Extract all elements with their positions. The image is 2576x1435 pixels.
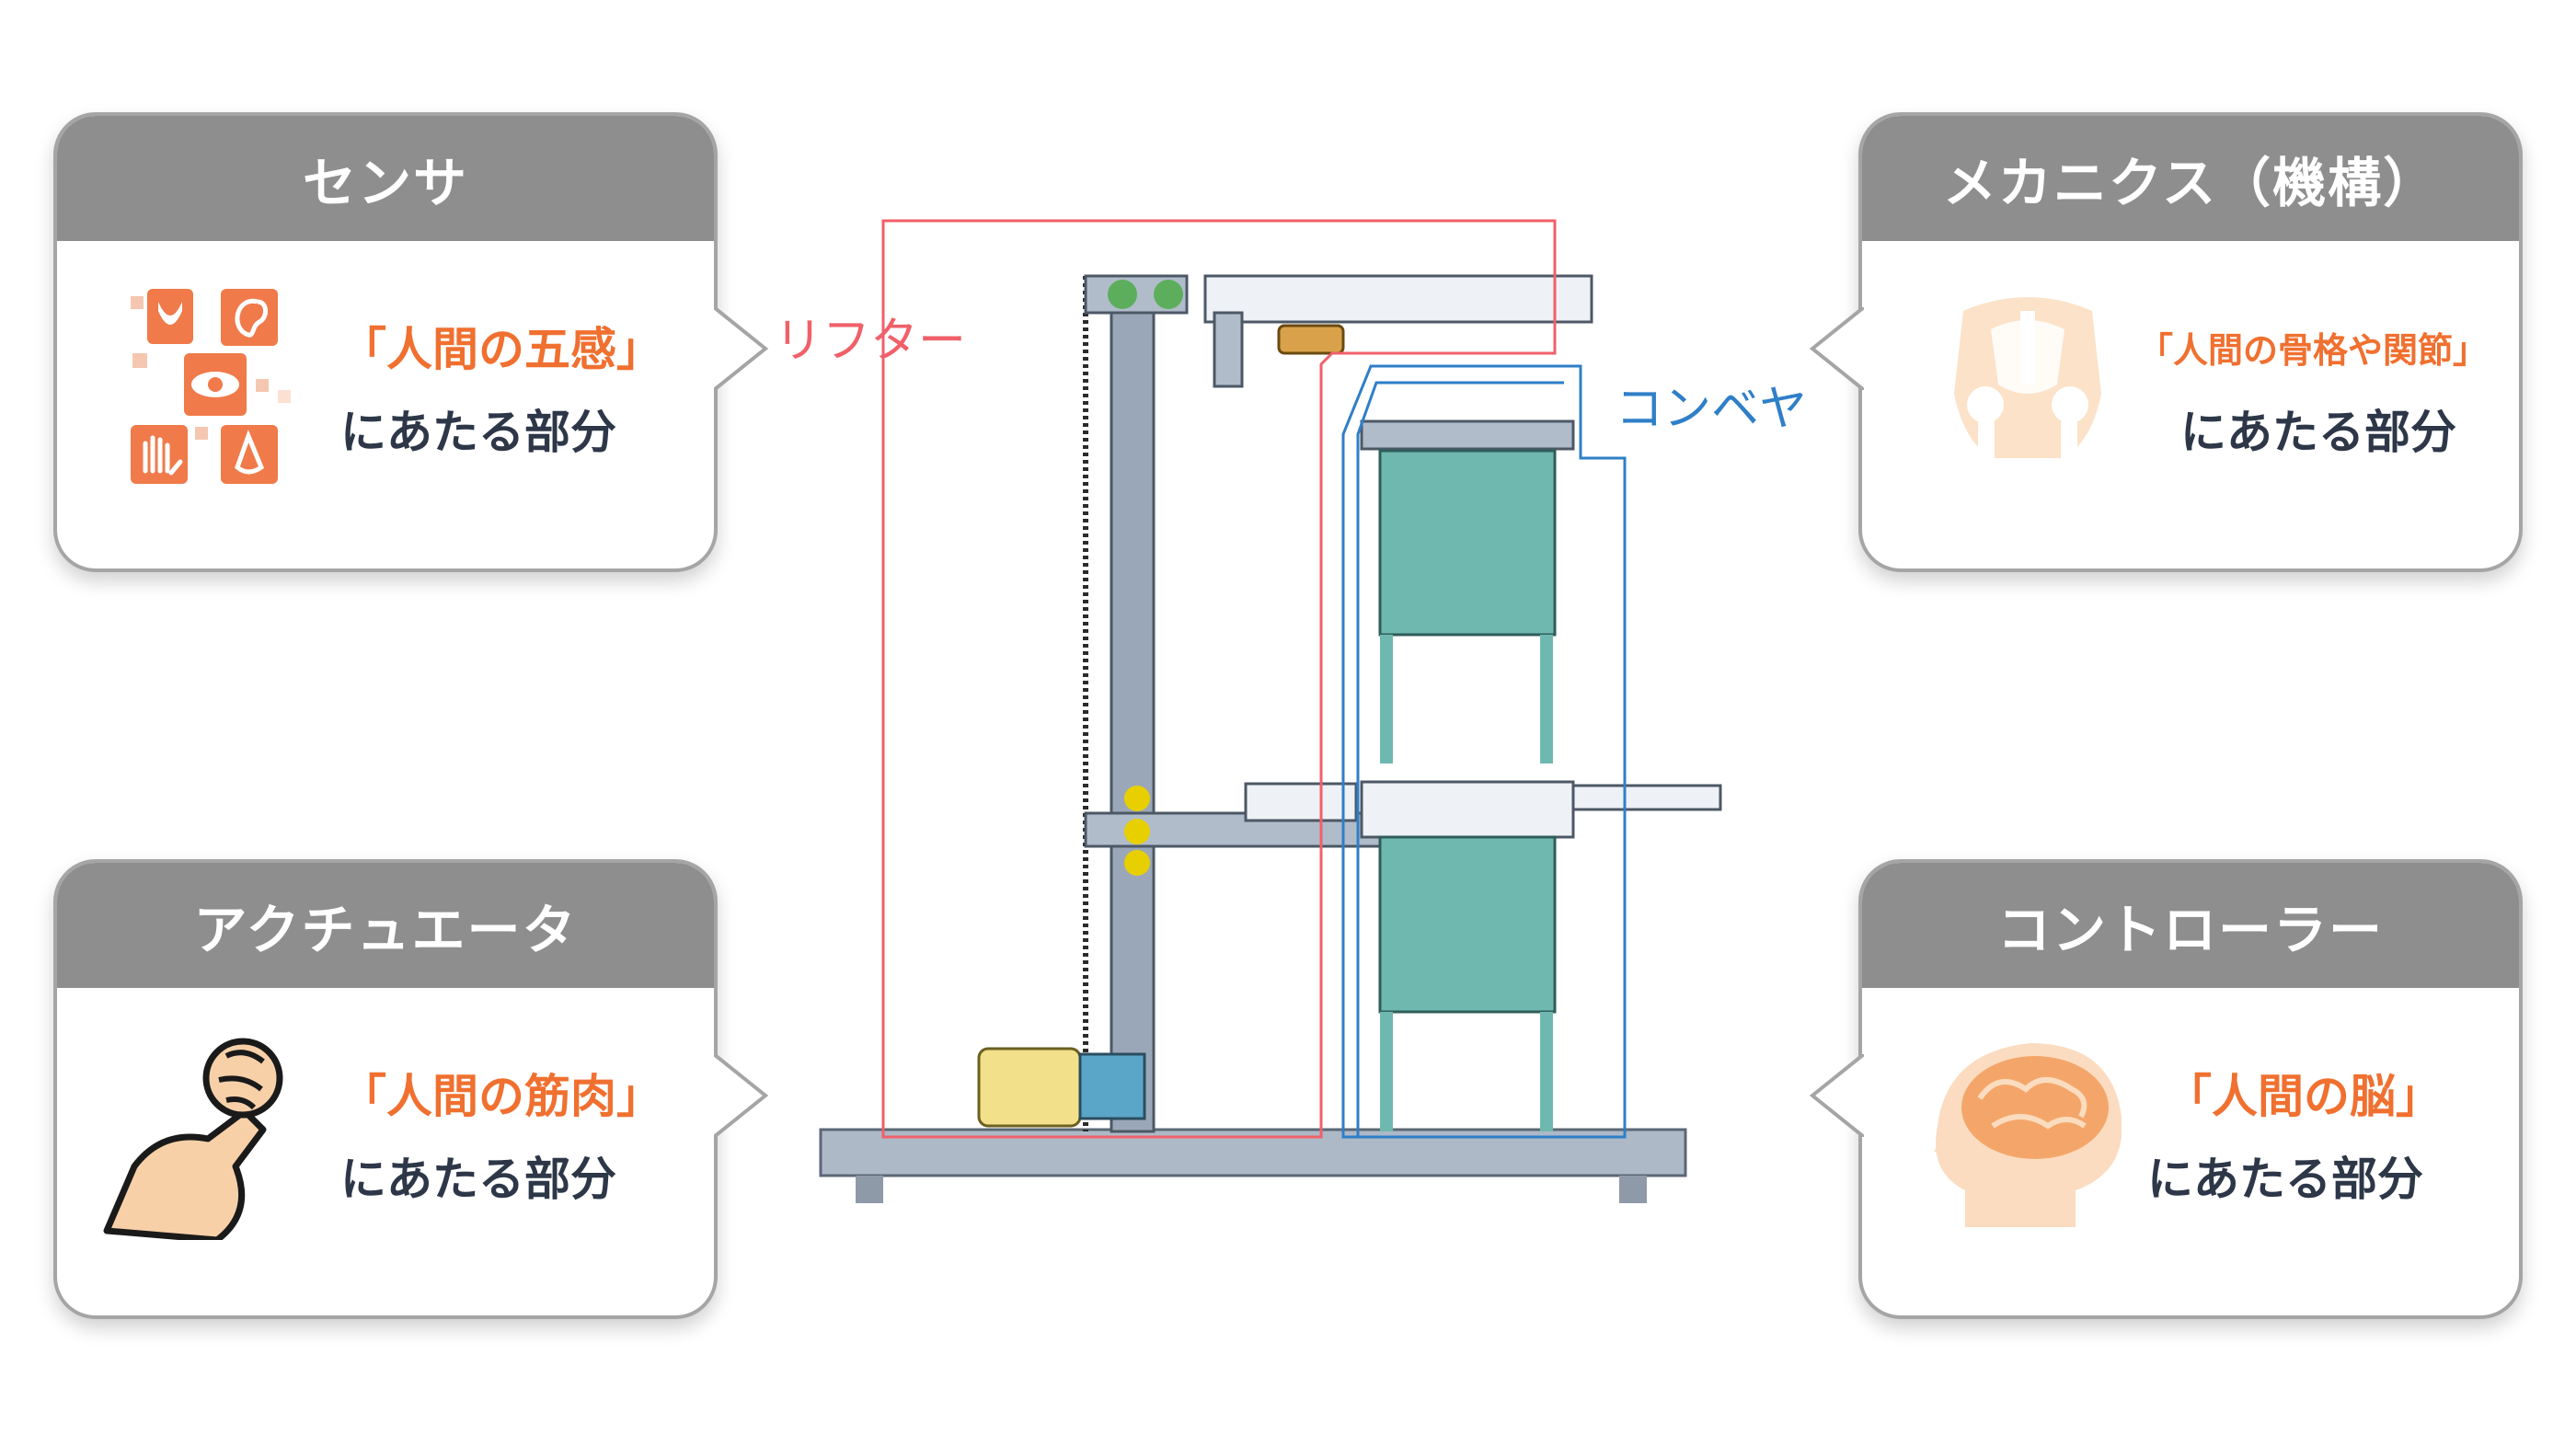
controller-title: コントローラー xyxy=(1862,863,2519,988)
actuator-quote: 「人間の筋肉」 xyxy=(340,1070,662,1123)
controller-card: コントローラー 「人間の脳」 にあたる部分 xyxy=(1858,859,2523,1319)
five-senses-icon xyxy=(131,289,291,484)
sensor-title: センサ xyxy=(57,116,714,241)
lifter-conveyor-machine-diagram xyxy=(819,219,1722,1203)
actuator-desc: にあたる部分 xyxy=(340,1153,616,1206)
lifter-label: リフター xyxy=(775,314,967,369)
controller-desc: にあたる部分 xyxy=(2147,1153,2423,1206)
mechanics-title: メカニクス（機構） xyxy=(1862,116,2519,241)
mechanics-desc: にあたる部分 xyxy=(2180,406,2456,459)
sensor-pointer xyxy=(714,307,769,390)
conveyor-label: コンベヤ xyxy=(1616,382,1808,437)
actuator-card: アクチュエータ 「人間の筋肉」 にあたる部分 xyxy=(53,859,718,1319)
skeleton-joint-icon xyxy=(1954,297,2101,464)
mechanics-quote: 「人間の骨格や関節」 xyxy=(2138,330,2489,371)
actuator-pointer xyxy=(714,1054,769,1137)
muscle-arm-icon xyxy=(103,1038,283,1240)
sensor-desc: にあたる部分 xyxy=(340,406,616,459)
brain-head-icon xyxy=(1934,1043,2122,1227)
lifter-outline xyxy=(881,219,1557,1139)
sensor-card: センサ 「人間の五感」 にあたる部分 xyxy=(53,112,718,572)
mechanics-card: メカニクス（機構） 「人間の骨格や関節」 にあたる部分 xyxy=(1858,112,2523,572)
sensor-quote: 「人間の五感」 xyxy=(340,323,662,376)
controller-quote: 「人間の脳」 xyxy=(2166,1070,2442,1123)
actuator-title: アクチュエータ xyxy=(57,863,714,988)
mechanics-pointer xyxy=(1809,307,1864,390)
conveyor-outline xyxy=(1341,364,1627,1139)
controller-pointer xyxy=(1809,1054,1864,1137)
